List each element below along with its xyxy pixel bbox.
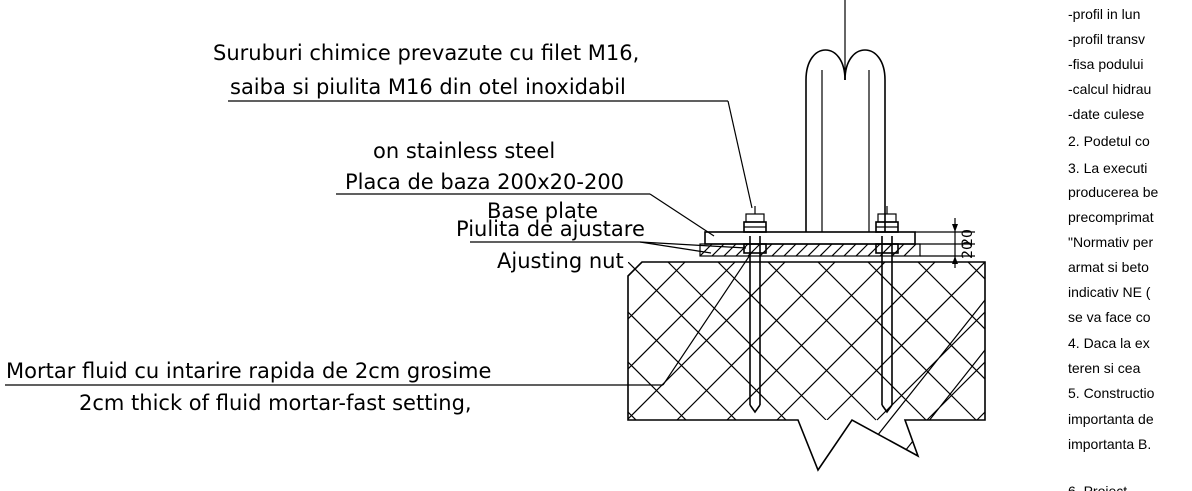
note-line: 4. Daca la ex <box>1068 335 1150 351</box>
adj-nut-label: Piulita de ajustare <box>456 217 645 241</box>
leader-lines <box>5 100 753 386</box>
notes-column: -profil in lun -profil transv -fisa podu… <box>1068 6 1159 491</box>
note-line: 5. Constructio <box>1068 385 1155 401</box>
note-line: 6. Proiect <box>1068 483 1127 491</box>
dimension-lines <box>915 218 975 268</box>
note-line: 2. Podetul co <box>1068 133 1150 149</box>
note-line: importanta de <box>1068 411 1154 427</box>
note-line: se va face co <box>1068 309 1151 325</box>
base-plate <box>704 231 916 245</box>
note-line: -date culese <box>1068 106 1144 122</box>
base-plate-label: Placa de baza 200x20-200 <box>345 170 624 194</box>
note-line: producerea be <box>1068 184 1159 200</box>
note-line: importanta B. <box>1068 436 1151 452</box>
note-line: armat si beto <box>1068 259 1149 275</box>
concrete-foundation <box>627 261 986 472</box>
note-line: indicativ NE ( <box>1068 284 1151 300</box>
note-line: 3. La executi <box>1068 160 1147 176</box>
note-line: precomprimat <box>1068 209 1154 225</box>
base-plate-en-label: Base plate <box>487 199 598 223</box>
anchor-bolt-left <box>743 206 767 414</box>
adj-nut-en-label: Ajusting nut <box>497 249 624 273</box>
note-line: "Normativ per <box>1068 234 1153 250</box>
note-line: teren si cea <box>1068 360 1141 376</box>
mortar-layer <box>699 243 921 257</box>
note-line: -fisa podului <box>1068 56 1144 72</box>
anchor-bolt-right <box>875 206 899 414</box>
note-line: -calcul hidrau <box>1068 81 1151 97</box>
mortar-en-label: 2cm thick of fluid mortar-fast setting, <box>79 391 472 415</box>
chem-bolts-label-1: Suruburi chimice prevazute cu filet M16, <box>213 41 639 65</box>
dim-plate-text: 20 <box>960 229 976 247</box>
mortar-label: Mortar fluid cu intarire rapida de 2cm g… <box>6 359 491 383</box>
dim-mortar-text: 20 <box>960 241 976 259</box>
note-line: -profil in lun <box>1068 6 1140 22</box>
note-line: -profil transv <box>1068 31 1145 47</box>
stainless-label: on stainless steel <box>373 139 555 163</box>
steel-post <box>805 49 886 232</box>
chem-bolts-label-2: saiba si piulita M16 din otel inoxidabil <box>230 75 626 99</box>
